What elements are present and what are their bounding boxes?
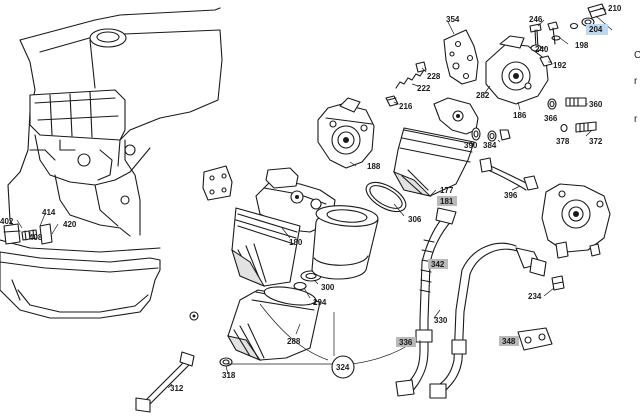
drain-plug-assembly [3,223,53,245]
part-labels: 210 204 246 240 198 192 354 228 222 216 … [0,4,622,393]
label-210[interactable]: 210 [608,4,622,13]
label-360[interactable]: 360 [589,100,603,109]
oil-pipe-396 [479,157,539,191]
label-318[interactable]: 318 [222,371,236,380]
label-330[interactable]: 330 [434,316,448,325]
highlight-336 [396,337,416,347]
label-300[interactable]: 300 [321,283,335,292]
edge-char-1: C [634,50,640,61]
label-384[interactable]: 384 [483,141,497,150]
label-294[interactable]: 294 [313,298,327,307]
label-324[interactable]: 324 [336,363,350,372]
label-246[interactable]: 246 [529,15,543,24]
label-336[interactable]: 336 [399,338,413,347]
plug-234 [551,275,565,291]
label-234[interactable]: 234 [528,292,542,301]
label-354[interactable]: 354 [446,15,460,24]
oil-hoses [395,207,547,399]
label-348[interactable]: 348 [502,337,516,346]
label-240[interactable]: 240 [535,45,549,54]
label-180[interactable]: 180 [289,238,303,247]
right-edge-text: C r r [634,50,640,125]
label-288[interactable]: 288 [287,337,301,346]
bolts-and-washers-top [529,3,607,67]
highlight-348 [499,336,519,346]
label-414[interactable]: 414 [42,208,56,217]
filter-element [311,205,379,280]
oil-cooler-housing [541,183,611,259]
engine-block [0,7,223,319]
label-204[interactable]: 204 [589,25,603,34]
label-188[interactable]: 188 [367,162,381,171]
label-216[interactable]: 216 [399,102,413,111]
cover-plate [202,165,233,201]
highlight-204 [586,24,608,35]
leader-lines [16,7,613,389]
thermostat-housing-186 [485,35,549,105]
label-312[interactable]: 312 [170,384,184,393]
label-402[interactable]: 402 [0,217,14,226]
spring-and-plugs [385,61,427,107]
label-282[interactable]: 282 [476,91,490,100]
label-420[interactable]: 420 [63,220,77,229]
highlight-181 [437,196,457,206]
label-396[interactable]: 396 [504,191,518,200]
label-177[interactable]: 177 [440,186,454,195]
edge-char-3: r [634,114,638,125]
label-366[interactable]: 366 [544,114,558,123]
label-228[interactable]: 228 [427,72,441,81]
label-342[interactable]: 342 [431,260,445,269]
label-192[interactable]: 192 [553,61,567,70]
flange-plate-354 [443,29,479,85]
label-186[interactable]: 186 [513,111,527,120]
label-378[interactable]: 378 [556,137,570,146]
highlight-342 [428,259,448,269]
label-306[interactable]: 306 [408,215,422,224]
label-198[interactable]: 198 [575,41,589,50]
filter-head-188 [317,97,375,169]
label-372[interactable]: 372 [589,137,603,146]
label-181[interactable]: 181 [440,197,454,206]
bolt-312 [135,311,233,413]
label-390[interactable]: 390 [464,141,478,150]
callout-circle-324 [331,355,355,379]
label-408[interactable]: 408 [29,233,43,242]
bolts-and-washers-right [547,97,597,133]
small-washers-390-384 [471,127,511,142]
oil-filter-housing-180 [231,167,336,288]
label-222[interactable]: 222 [417,84,431,93]
clamp-348 [517,327,553,351]
oil-filter-housing-288 [227,286,321,362]
edge-char-2: r [634,76,638,87]
large-seal-ring-306 [365,181,407,213]
